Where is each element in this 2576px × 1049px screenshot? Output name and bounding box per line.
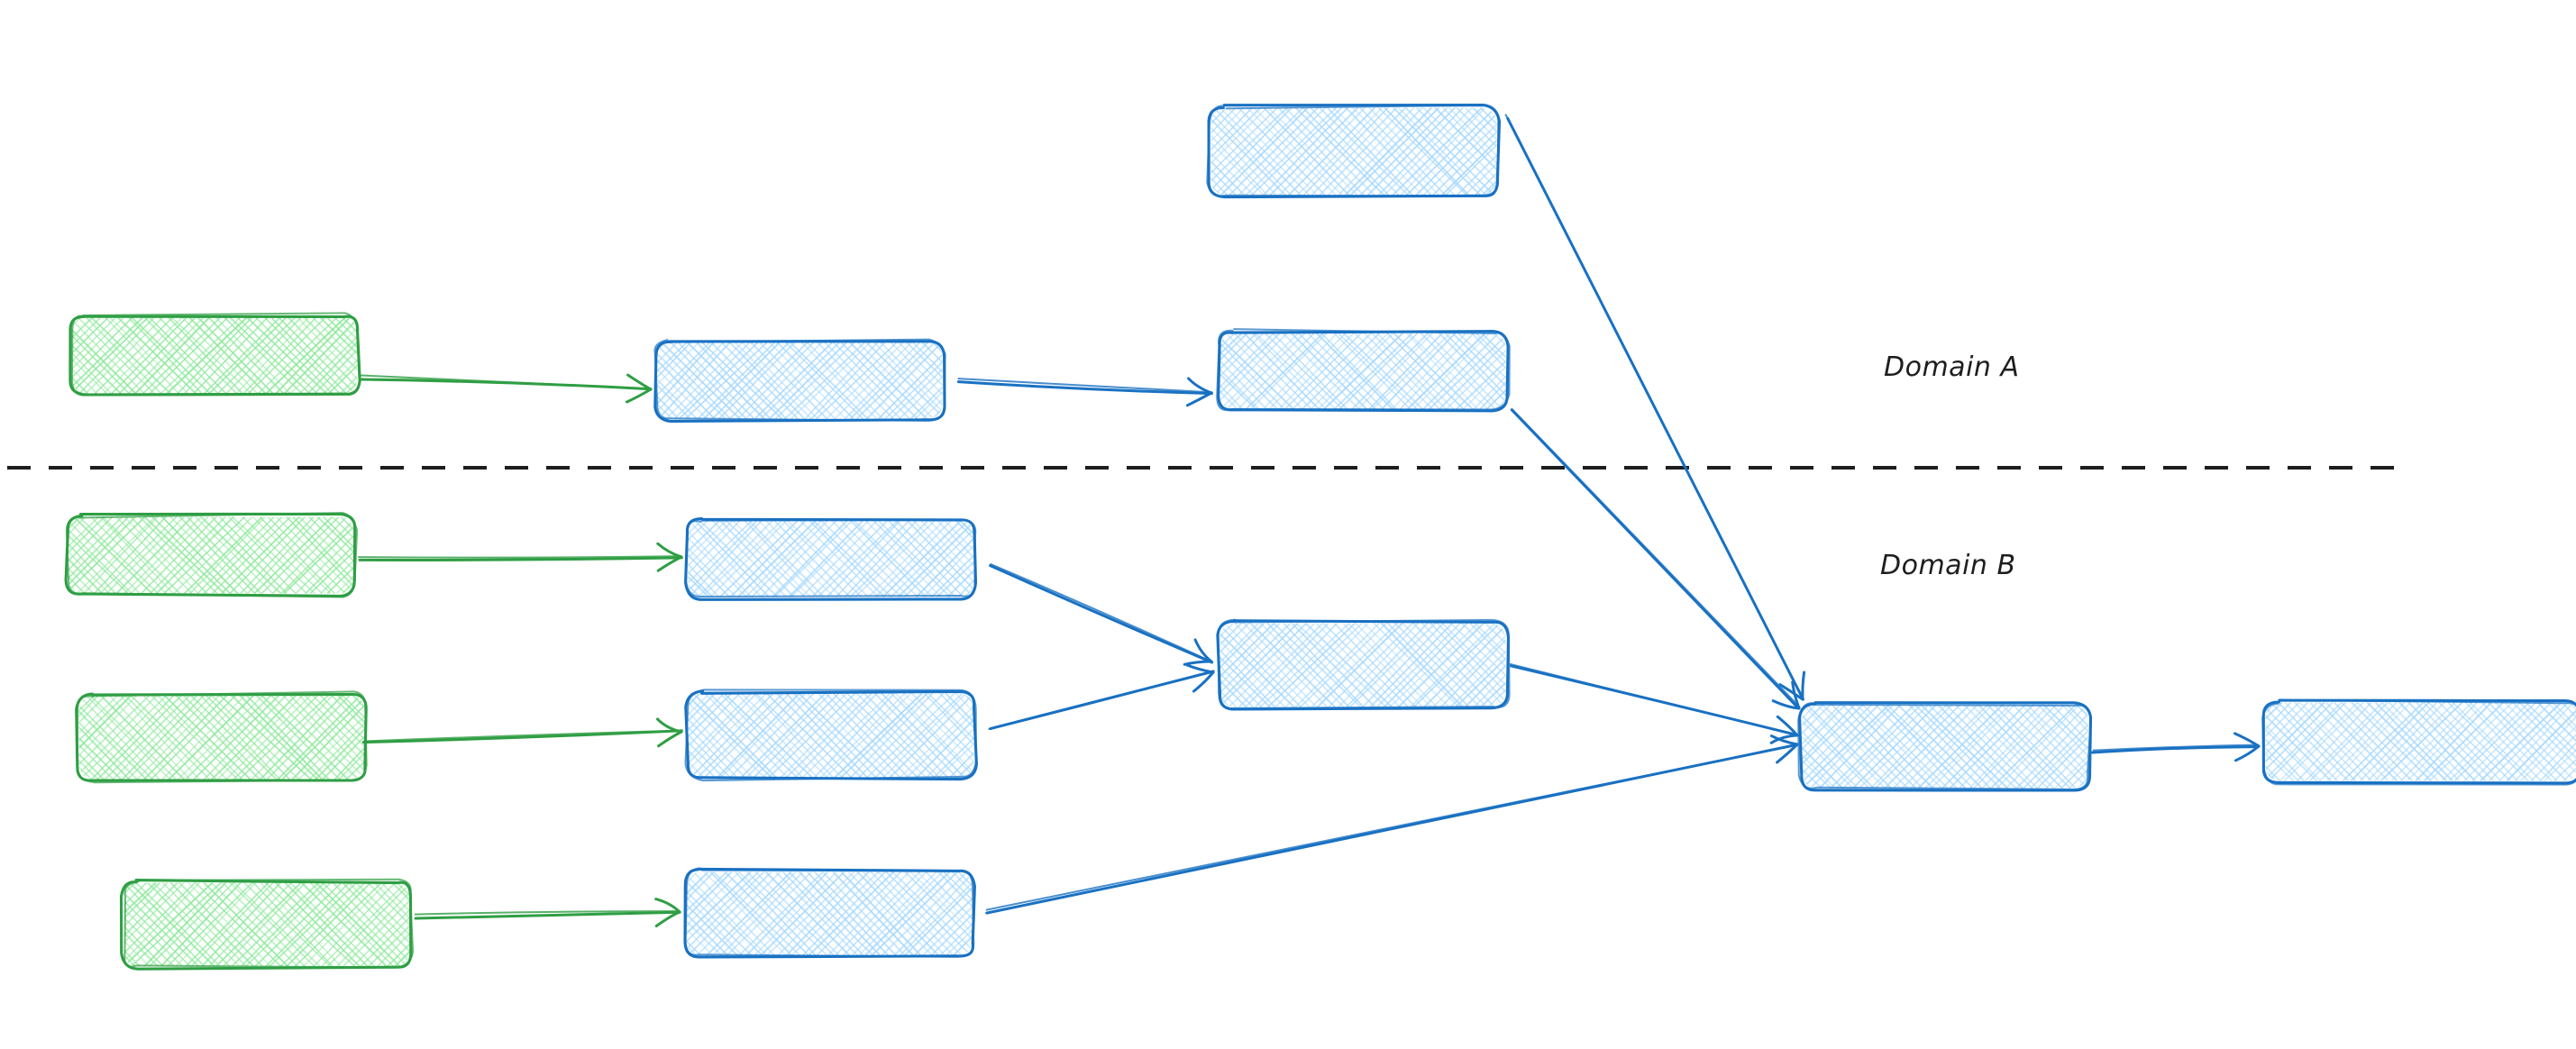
node-src-b2[interactable] bbox=[0, 689, 540, 786]
node-src-a1[interactable] bbox=[0, 310, 525, 400]
node-proc-b2[interactable] bbox=[507, 687, 1150, 784]
node-proc-a1[interactable] bbox=[488, 335, 1109, 425]
edge-src-b3-to-proc-b3[interactable] bbox=[414, 898, 681, 927]
edge-proc-a3-to-hub-b[interactable] bbox=[1504, 114, 1806, 701]
edge-proc-b1-to-agg-b[interactable] bbox=[989, 563, 1214, 666]
node-src-b1[interactable] bbox=[0, 510, 519, 600]
node-sink-b[interactable] bbox=[2095, 696, 2576, 788]
edge-src-b2-to-proc-b2[interactable] bbox=[361, 717, 683, 748]
edge-src-b1-to-proc-b1[interactable] bbox=[357, 542, 683, 572]
edge-src-a1-to-proc-a1[interactable] bbox=[360, 373, 653, 404]
node-proc-a3[interactable] bbox=[1024, 101, 1681, 202]
node-proc-b3[interactable] bbox=[503, 865, 1145, 962]
edge-proc-b3-to-hub-b[interactable] bbox=[985, 734, 1799, 915]
edge-proc-a2-to-hub-b[interactable] bbox=[1510, 408, 1801, 710]
edge-proc-a1-to-proc-a2[interactable] bbox=[956, 377, 1213, 407]
node-proc-a2[interactable] bbox=[1055, 326, 1674, 416]
edge-proc-b2-to-agg-b[interactable] bbox=[988, 663, 1215, 731]
edge-hub-b-to-sink-b[interactable] bbox=[2091, 732, 2261, 762]
node-hub-b[interactable] bbox=[1620, 698, 2261, 795]
node-src-b3[interactable] bbox=[0, 876, 583, 973]
lane-label-domain-a: Domain A bbox=[1884, 351, 2020, 383]
edge-agg-b-to-hub-b[interactable] bbox=[1509, 662, 1799, 744]
lane-label-domain-b: Domain B bbox=[1880, 550, 2016, 581]
node-proc-b1[interactable] bbox=[522, 514, 1140, 604]
node-agg-b[interactable] bbox=[1037, 616, 1678, 714]
